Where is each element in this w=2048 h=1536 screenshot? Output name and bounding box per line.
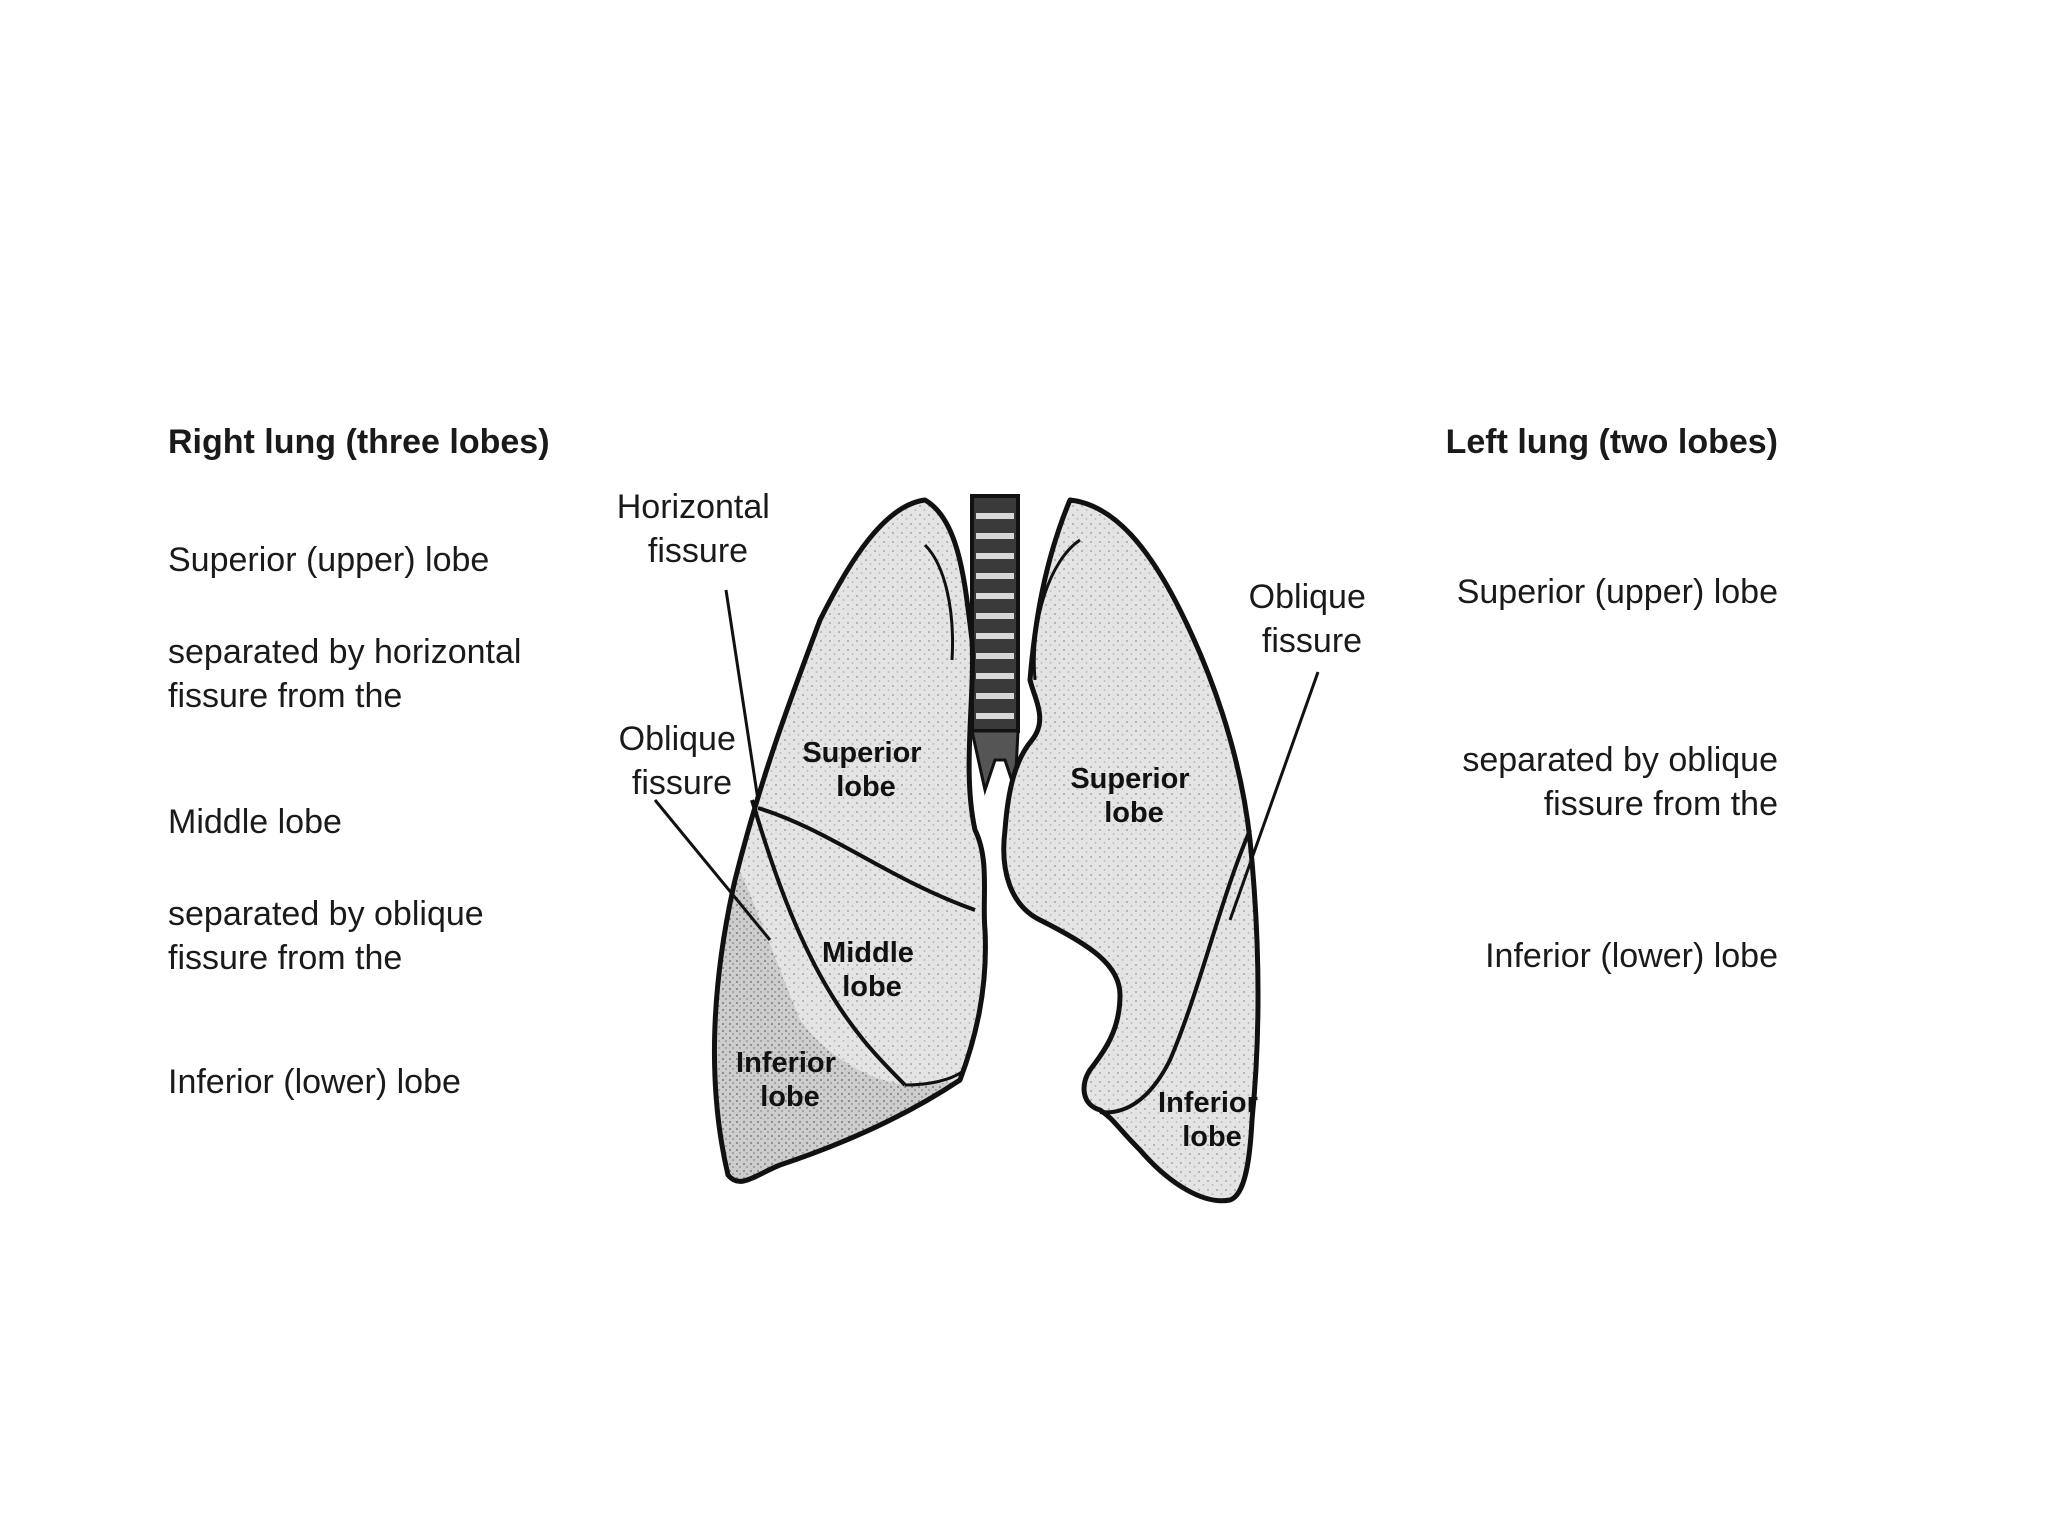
right-horizontal-fissure-text: separated by horizontal fissure from the — [168, 633, 522, 715]
right-oblique-fissure-pointer — [653, 799, 772, 941]
right-oblique-fissure-label: Oblique fissure — [619, 720, 746, 802]
horizontal-fissure-label: Horizontal fissure — [617, 488, 780, 570]
right-lung-heading: Right lung (three lobes) — [168, 423, 550, 461]
left-superior-lobe-text: Superior (upper) lobe — [1456, 573, 1778, 611]
trachea — [970, 494, 1020, 796]
right-middle-lobe-label: Middle lobe — [822, 937, 922, 1003]
right-superior-lobe-label: Superior lobe — [802, 737, 929, 803]
left-lung-heading: Left lung (two lobes) — [1445, 423, 1778, 461]
left-inferior-lobe-text: Inferior (lower) lobe — [1485, 937, 1778, 975]
left-oblique-fissure-text: separated by oblique fissure from the — [1462, 741, 1778, 823]
left-superior-lobe-label: Superior lobe — [1070, 763, 1197, 829]
horizontal-fissure-pointer — [724, 589, 760, 801]
right-inferior-lobe-text: Inferior (lower) lobe — [168, 1063, 461, 1101]
right-oblique-fissure-text: separated by oblique fissure from the — [168, 895, 484, 977]
right-lung — [711, 497, 988, 1184]
left-oblique-fissure-pointer — [1228, 671, 1320, 921]
right-middle-lobe-text: Middle lobe — [168, 803, 342, 841]
right-inferior-lobe-label: Inferior lobe — [736, 1047, 844, 1113]
right-superior-lobe-text: Superior (upper) lobe — [168, 541, 490, 579]
left-oblique-fissure-label: Oblique fissure — [1249, 578, 1376, 660]
left-inferior-lobe-label: Inferior lobe — [1158, 1087, 1266, 1153]
